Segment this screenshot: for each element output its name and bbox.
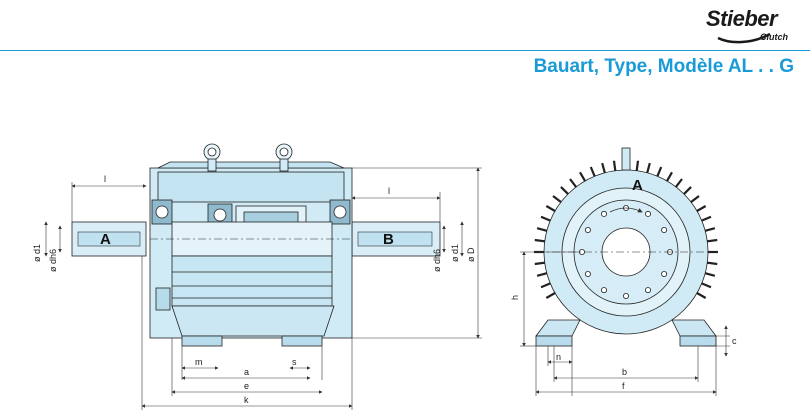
dim-e: e (244, 381, 249, 391)
bolt (661, 226, 668, 233)
base-foot-left (181, 335, 223, 347)
label-a-side: A (100, 231, 111, 248)
brand-logo: Stieber Clutch (700, 4, 796, 46)
bolt (584, 270, 591, 277)
brand-sub: Clutch (760, 32, 788, 42)
dim-s: s (292, 357, 297, 367)
dim-k: k (244, 395, 249, 405)
dim-d1-left: ø d1 (32, 244, 42, 262)
end-foot-right (679, 335, 717, 347)
dim-n: n (556, 352, 561, 362)
side-view-dimensions (44, 167, 482, 410)
bolt (623, 292, 630, 299)
dim-c: c (732, 336, 737, 346)
dim-h: h (510, 295, 520, 300)
bolt (601, 287, 608, 294)
bolt (645, 210, 652, 217)
side-view (71, 143, 441, 347)
dim-l-right: l (388, 186, 390, 196)
dim-m: m (195, 357, 203, 367)
dim-dh6-right: ø dh6 (432, 249, 442, 272)
label-a-end: A (632, 177, 643, 194)
brand-name: Stieber (706, 6, 778, 31)
base-foot-right (281, 335, 323, 347)
label-b-side: B (383, 231, 394, 248)
bolt (584, 226, 591, 233)
page-title: Bauart, Type, Modèle AL . . G (533, 56, 794, 77)
rotation-arrow-icon (609, 207, 643, 213)
dim-f: f (622, 381, 625, 391)
dim-dh6-left: ø dh6 (48, 249, 58, 272)
end-bore (601, 227, 651, 277)
bolt (661, 270, 668, 277)
dim-D: ø D (466, 247, 476, 262)
dim-d1-right: ø d1 (450, 244, 460, 262)
end-view-dimensions (520, 251, 730, 396)
header-rule (0, 50, 810, 51)
end-view (534, 147, 718, 347)
end-foot-left (535, 335, 573, 347)
bolt (601, 210, 608, 217)
dim-l-left: l (104, 174, 106, 184)
dim-b: b (622, 367, 627, 377)
logo-swoosh-icon (717, 32, 771, 44)
bolt (645, 287, 652, 294)
dim-a: a (244, 367, 249, 377)
